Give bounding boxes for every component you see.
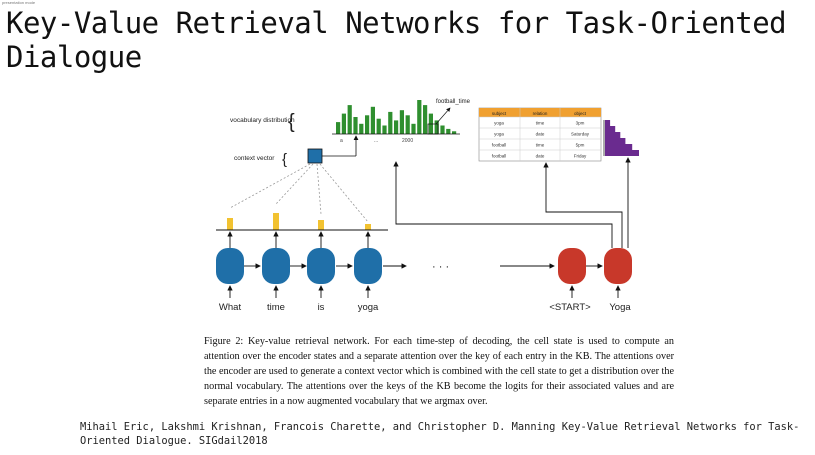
attention-bar-3 — [318, 220, 324, 230]
kb-header-object: object — [574, 111, 587, 116]
vocab-bar-11 — [394, 120, 399, 134]
kb-cell: date — [536, 154, 545, 159]
vocab-tick-a: a — [340, 138, 343, 144]
encoder-word-4: yoga — [358, 302, 379, 313]
vocab-bar-15 — [417, 100, 422, 134]
vocab-bar-2 — [341, 113, 346, 134]
kb-cell: yoga — [494, 121, 504, 126]
context-vector-label: context vector — [234, 155, 275, 162]
decoder-cells — [558, 248, 632, 284]
kb-cell: time — [536, 143, 545, 148]
vocab-bar-13 — [405, 115, 410, 134]
football-time-label: football_time — [436, 99, 471, 105]
vocab-bar-14 — [411, 123, 416, 134]
kb-header-subject: subject — [492, 111, 507, 116]
vocab-bar-12 — [399, 110, 404, 134]
vocab-brace: { — [288, 111, 295, 133]
vocab-bar-18 — [434, 120, 439, 134]
vocab-bar-16 — [423, 105, 428, 134]
decoder-word-1: <START> — [549, 302, 591, 313]
attention-dotted-line-4 — [319, 163, 369, 223]
encoder-word-2: time — [267, 302, 285, 313]
encoder-cell-4 — [354, 248, 382, 284]
vocabulary-distribution-label: vocabulary distribution — [230, 117, 295, 124]
pointer-box — [427, 123, 439, 135]
encoder-cell-3 — [307, 248, 335, 284]
kb-logit-bar-2 — [605, 126, 616, 132]
attention-bar-2 — [273, 213, 279, 230]
kb-cell: football — [492, 154, 507, 159]
encoder-cell-2 — [262, 248, 290, 284]
encoder-cell-1 — [216, 248, 244, 284]
kb-table: subject relation object yoga time 3pm yoga date… — [478, 107, 602, 162]
kb-logit-bars — [605, 120, 639, 156]
encoder-cells — [216, 248, 382, 284]
vocab-tick-ellipsis: ... — [374, 138, 378, 144]
vocab-tick-2000: 2000 — [402, 138, 413, 144]
kb-logit-bar-3 — [605, 132, 621, 138]
context-brace: { — [282, 151, 287, 168]
kb-cell: yoga — [494, 132, 504, 137]
pointer-arrow — [435, 107, 451, 125]
top-corner-tag: presentation mode — [2, 0, 36, 5]
attention-dotted-line-1 — [229, 163, 311, 209]
kb-cell: date — [536, 132, 545, 137]
decoder-to-kb-arrow — [543, 162, 623, 248]
attention-bar-1 — [227, 218, 233, 230]
vocab-bar-10 — [388, 111, 393, 134]
decoder-to-vocab-arrow — [393, 161, 613, 248]
vocab-bar-3 — [347, 105, 352, 134]
kb-cell: time — [536, 121, 545, 126]
kb-cell: Saturday — [571, 132, 590, 137]
vocab-bar-19 — [440, 125, 445, 134]
kb-cell: 5pm — [576, 143, 585, 148]
architecture-figure: vocabulary distribution { context vector… — [196, 84, 651, 324]
attention-dotted-lines — [229, 163, 369, 223]
context-vector-square — [307, 148, 323, 164]
vocab-bar-4 — [353, 117, 358, 134]
architecture-diagram: vocabulary distribution { context vector… — [216, 99, 639, 313]
encoder-word-1: What — [219, 302, 242, 313]
encoder-word-3: is — [318, 302, 325, 313]
kb-logit-bar-4 — [605, 138, 626, 144]
kb-header-relation: relation — [533, 111, 548, 116]
vocab-bar-8 — [376, 118, 381, 134]
vocab-bar-7 — [370, 106, 375, 134]
slide-title: Key-Value Retrieval Networks for Task-Or… — [6, 6, 787, 74]
kb-logit-bar-1 — [605, 120, 611, 126]
vocab-bar-21 — [452, 131, 457, 134]
decoder-word-2: Yoga — [609, 302, 631, 313]
decoder-cell-2 — [604, 248, 632, 284]
vocab-bar-5 — [359, 123, 364, 134]
vocab-bar-6 — [365, 115, 370, 134]
middle-ellipsis: · · · — [432, 261, 449, 273]
citation: Mihail Eric, Lakshmi Krishnan, Francois … — [80, 421, 800, 447]
kb-cell: 3pm — [576, 121, 585, 126]
vocab-bar-1 — [336, 122, 341, 134]
kb-cell: football — [492, 143, 507, 148]
vocab-bar-20 — [446, 128, 451, 134]
kb-logit-bar-6 — [605, 150, 639, 156]
kb-logit-bar-5 — [605, 144, 633, 150]
vocab-bar-9 — [382, 125, 387, 134]
attention-bars — [227, 213, 371, 230]
attention-dotted-line-3 — [316, 163, 322, 215]
figure-caption: Figure 2: Key-value retrieval network. F… — [204, 336, 674, 407]
decoder-cell-1 — [558, 248, 586, 284]
kb-header-row — [479, 108, 601, 117]
attention-dotted-line-2 — [275, 163, 314, 205]
kb-cell: Friday — [574, 154, 587, 159]
attention-bar-4 — [365, 224, 371, 230]
